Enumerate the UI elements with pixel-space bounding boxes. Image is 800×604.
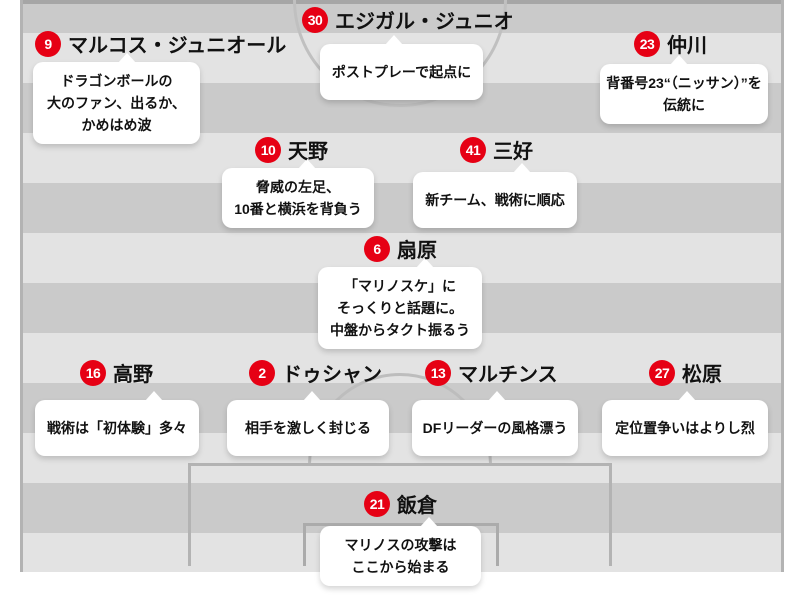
player-name: マルチンス [458, 364, 558, 386]
player-name: マルコス・ジュニオール [68, 35, 287, 57]
comment-line: 脅威の左足、 [255, 179, 340, 195]
player-number-badge: 23 [634, 30, 660, 57]
bubble-pointer-icon [145, 391, 163, 401]
player-comment-bubble: ドラゴンボールの大のファン、出るか、かめはめ波 [33, 53, 200, 144]
comment-lines: 新チーム、戦術に順応 [425, 189, 565, 211]
player-number-badge: 41 [460, 136, 486, 163]
comment-line: 10番と横浜を背負う [234, 201, 362, 217]
penalty-box [188, 463, 612, 566]
comment-line: 伝統に [662, 97, 705, 113]
comment-line: かめはめ波 [81, 117, 152, 133]
player-tag: 27 松原 [649, 358, 722, 387]
comment-lines: ポストプレーで起点に [332, 61, 471, 83]
player-number-badge: 27 [649, 359, 675, 386]
comment-line: 新チーム、戦術に順応 [425, 192, 565, 208]
player-number-badge: 10 [255, 136, 281, 163]
player-comment-bubble: ポストプレーで起点に [320, 35, 483, 100]
bubble-pointer-icon [513, 163, 531, 173]
player-name: 仲川 [667, 35, 707, 57]
comment-lines: 背番号23“（ニッサン）”を伝統に [606, 72, 762, 116]
comment-line: ポストプレーで起点に [331, 64, 472, 80]
player-comment-bubble: マリノスの攻撃はここから始まる [320, 517, 481, 586]
comment-lines: 「マリノスケ」にそっくりと話題に。中盤からタクト振るう [330, 275, 470, 341]
player-name: 三好 [493, 141, 533, 163]
player-tag: 23 仲川 [634, 29, 707, 58]
player-name: エジガル・ジュニオ [335, 11, 514, 33]
player-number-badge: 30 [302, 6, 328, 33]
comment-line: 大のファン、出るか、 [47, 95, 186, 111]
player-tag: 16 高野 [80, 358, 153, 387]
player-name: 飯倉 [397, 495, 437, 517]
player-name: 高野 [113, 364, 153, 386]
comment-lines: 相手を激しく封じる [245, 417, 371, 439]
player-tag: 41 三好 [460, 135, 533, 164]
comment-lines: DFリーダーの風格漂う [423, 417, 568, 439]
comment-line: 相手を激しく封じる [245, 420, 371, 436]
player-tag: 21 飯倉 [364, 489, 437, 518]
pitch-sideline-left [20, 0, 23, 572]
goal-box [303, 523, 499, 566]
comment-lines: 定位置争いはよりし烈 [615, 417, 755, 439]
comment-lines: 戦術は「初体験」多々 [47, 417, 187, 439]
player-number-badge: 6 [364, 235, 390, 262]
bubble-pointer-icon [118, 53, 136, 63]
player-number-badge: 9 [35, 30, 61, 57]
bubble-pointer-icon [420, 517, 438, 527]
bubble-pointer-icon [385, 35, 403, 45]
player-name: 扇原 [397, 240, 437, 262]
player-tag: 10 天野 [255, 135, 328, 164]
comment-line: ドラゴンボールの [60, 73, 173, 89]
player-tag: 2 ドゥシャン [249, 358, 382, 387]
player-comment-bubble: 戦術は「初体験」多々 [35, 391, 199, 456]
comment-line: 「マリノスケ」に [344, 278, 456, 294]
player-comment-bubble: 定位置争いはよりし烈 [602, 391, 768, 456]
bubble-pointer-icon [678, 391, 696, 401]
player-comment-bubble: DFリーダーの風格漂う [412, 391, 578, 456]
bubble-pointer-icon [488, 391, 506, 401]
comment-line: 戦術は「初体験」多々 [47, 420, 187, 436]
player-comment-bubble: 背番号23“（ニッサン）”を伝統に [600, 55, 768, 124]
comment-line: 定位置争いはよりし烈 [615, 420, 755, 436]
player-name: 天野 [288, 141, 328, 163]
comment-lines: ドラゴンボールの大のファン、出るか、かめはめ波 [47, 70, 186, 136]
player-tag: 30 エジガル・ジュニオ [302, 5, 514, 34]
player-tag: 6 扇原 [364, 234, 437, 263]
comment-line: そっくりと話題に。 [337, 300, 463, 316]
player-comment-bubble: 「マリノスケ」にそっくりと話題に。中盤からタクト振るう [318, 258, 482, 349]
player-comment-bubble: 脅威の左足、 10番と横浜を背負う [222, 159, 374, 228]
player-name: 松原 [682, 364, 722, 386]
comment-lines: 脅威の左足、 10番と横浜を背負う [234, 176, 362, 220]
bubble-pointer-icon [416, 258, 434, 268]
player-tag: 13 マルチンス [425, 358, 558, 387]
comment-lines: マリノスの攻撃はここから始まる [345, 534, 457, 578]
player-tag: 9 マルコス・ジュニオール [35, 29, 286, 58]
player-comment-bubble: 新チーム、戦術に順応 [413, 163, 577, 228]
player-number-badge: 21 [364, 490, 390, 517]
player-number-badge: 13 [425, 359, 451, 386]
player-comment-bubble: 相手を激しく封じる [227, 391, 389, 456]
pitch-sideline-right [781, 0, 784, 572]
comment-line: 背番号23“（ニッサン）”を [606, 75, 762, 91]
comment-line: ここから始まる [351, 559, 450, 575]
player-name: ドゥシャン [282, 364, 382, 386]
comment-line: DFリーダーの風格漂う [422, 420, 568, 436]
comment-line: 中盤からタクト振るう [330, 322, 470, 338]
player-number-badge: 16 [80, 359, 106, 386]
bubble-pointer-icon [298, 159, 316, 169]
bubble-pointer-icon [670, 55, 688, 65]
bubble-pointer-icon [303, 391, 321, 401]
comment-line: マリノスの攻撃は [344, 537, 457, 553]
player-number-badge: 2 [249, 359, 275, 386]
